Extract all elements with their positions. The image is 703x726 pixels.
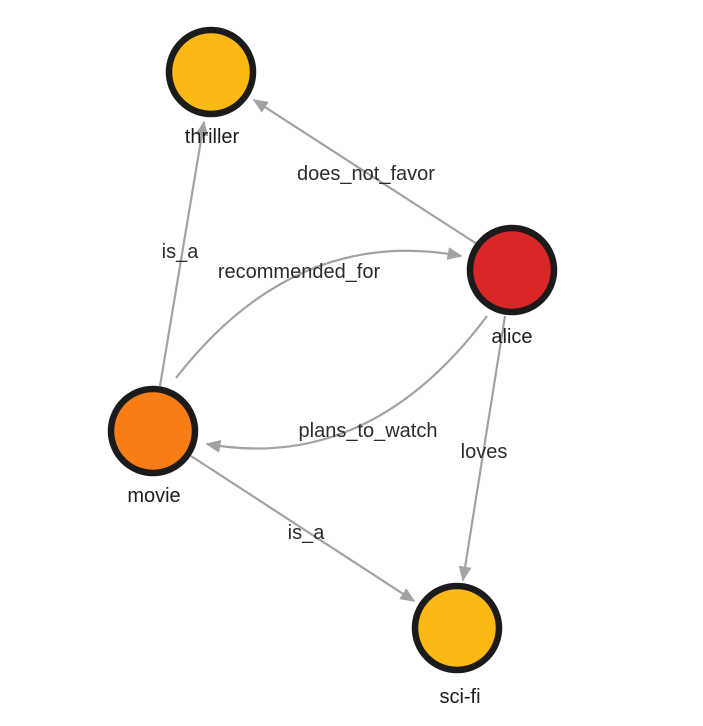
edge-label-is-a-thriller: is_a	[162, 241, 200, 263]
nodes-layer	[107, 26, 558, 674]
edges-layer	[158, 99, 507, 602]
edge-plans-to-watch	[205, 315, 488, 453]
node-sci-fi[interactable]	[411, 582, 503, 674]
node-label-sci-fi: sci-fi	[439, 686, 480, 708]
edge-label-is-a-sci-fi: is_a	[288, 522, 326, 544]
edge-does-not-favor	[252, 99, 478, 245]
node-movie[interactable]	[107, 385, 199, 477]
edge-label-loves: loves	[461, 441, 508, 463]
edge-label-recommended-for: recommended_for	[218, 261, 381, 283]
edge-is-a-sci-fi	[190, 455, 416, 602]
labels-layer: does_not_favor is_a recommended_for plans_t…	[127, 126, 532, 708]
edge-label-does-not-favor: does_not_favor	[297, 163, 435, 185]
node-thriller[interactable]	[165, 26, 257, 118]
edge-recommended-for	[175, 247, 463, 379]
node-label-movie: movie	[127, 485, 180, 507]
node-alice[interactable]	[466, 224, 558, 316]
edge-is-a-thriller	[158, 120, 209, 387]
edge-loves	[458, 315, 507, 582]
edge-label-plans-to-watch: plans_to_watch	[299, 420, 438, 442]
node-label-alice: alice	[491, 326, 532, 348]
node-label-thriller: thriller	[185, 126, 240, 148]
